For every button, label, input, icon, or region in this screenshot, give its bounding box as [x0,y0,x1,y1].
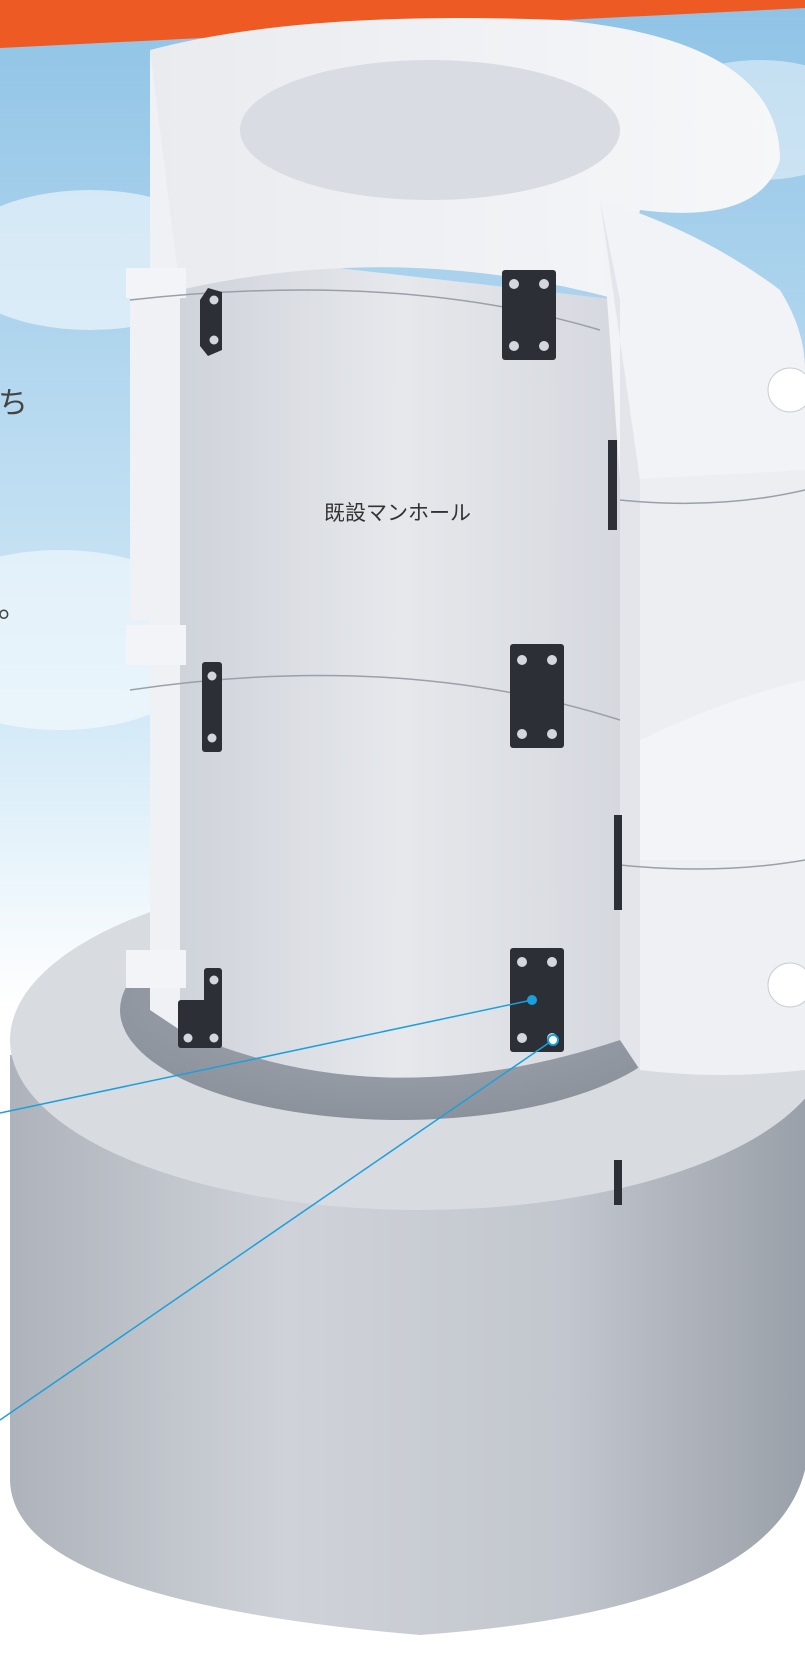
edge-marker [767,962,805,1008]
joint-seam-4 [619,859,805,870]
callout-line [0,999,533,1114]
wall-right-middle [620,470,805,752]
joint-plate [510,644,564,748]
joint-plate [202,662,222,752]
edge-text-fragment: 。 [0,590,28,625]
wall-right-cut [600,200,640,1070]
edge-marker [767,367,805,413]
manhole-label: 既設マンホール [324,501,471,525]
inner-cylinder [180,250,620,1078]
joint-plate [502,270,556,360]
joint-plate [614,1160,622,1205]
joint-plate [614,815,622,910]
cone-opening [240,60,620,200]
callout-dot [527,995,537,1005]
flange-lip-left-2 [126,625,186,665]
edge-text-fragment: ち [0,386,28,421]
wall-right-lower [620,680,805,870]
callout-line [0,1039,554,1421]
joint-seam-3 [619,489,805,505]
flange-lip-left-1 [126,268,186,298]
joint-plate [178,968,222,1048]
callout-dot [547,1034,559,1046]
wall-right-bottom [630,860,805,1075]
joint-plate [608,440,617,530]
flange-lip-left-3 [126,950,186,988]
joint-plate [200,288,222,356]
wall-right-upper [600,200,805,488]
